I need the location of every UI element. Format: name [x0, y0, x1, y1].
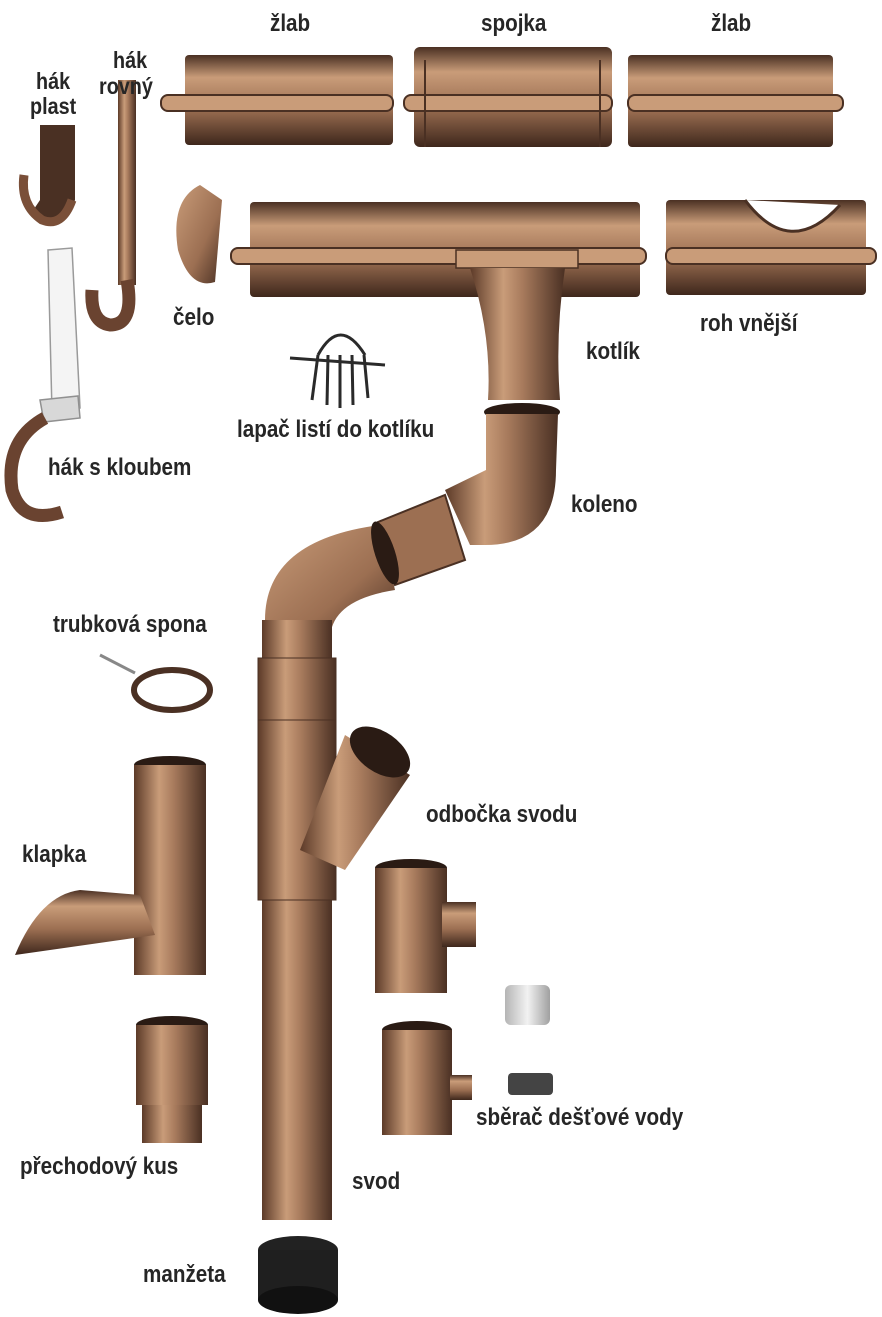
label-trubkova-spona: trubková spona — [53, 611, 207, 638]
label-klapka: klapka — [22, 841, 87, 868]
gutter-left — [160, 55, 394, 145]
label-manzeta: manžeta — [143, 1261, 226, 1288]
hak-rovny-part — [85, 80, 136, 332]
label-odbocka-svodu: odbočka svodu — [426, 801, 578, 828]
label-kotlik: kotlík — [586, 338, 640, 365]
odbocka-part — [300, 726, 411, 870]
sberac-part — [382, 985, 553, 1135]
label-hak-rovny-1: hák — [113, 47, 148, 73]
label-hak-rovny-2: rovný — [99, 73, 153, 99]
roh-vnejsi-part — [665, 199, 877, 295]
label-sberac: sběrač dešťové vody — [476, 1104, 684, 1131]
label-lapac-listi: lapač listí do kotlíku — [237, 416, 435, 443]
label-zlab-left: žlab — [270, 10, 311, 37]
manzeta-part — [258, 1236, 338, 1314]
lapac-listi-part — [289, 333, 386, 408]
label-roh-vnejsi: roh vnější — [700, 310, 798, 337]
svod-part — [257, 620, 337, 1220]
gutter-right — [627, 55, 844, 147]
hak-s-kloubem-part — [4, 247, 81, 522]
label-hak-s-kloubem: hák s kloubem — [48, 454, 192, 481]
trubkova-spona-part — [99, 653, 213, 713]
label-hak-plast-1: hák — [36, 68, 71, 94]
t-piece-part — [375, 859, 476, 993]
koleno-part — [265, 403, 560, 640]
gutter-coupling — [403, 47, 613, 147]
prechodovy-kus-part — [136, 1016, 208, 1143]
kotlik-part — [455, 249, 579, 400]
label-spojka: spojka — [481, 10, 547, 37]
label-hak-plast-2: plast — [30, 93, 77, 119]
label-celo: čelo — [173, 304, 215, 331]
main-gutter — [230, 202, 647, 297]
hak-plast-part — [18, 125, 77, 227]
label-zlab-right: žlab — [711, 10, 752, 37]
label-prechodovy-kus: přechodový kus — [20, 1153, 179, 1180]
celo-part — [176, 185, 222, 284]
label-svod: svod — [352, 1168, 401, 1195]
label-koleno: koleno — [571, 491, 638, 518]
klapka-part — [15, 756, 206, 975]
